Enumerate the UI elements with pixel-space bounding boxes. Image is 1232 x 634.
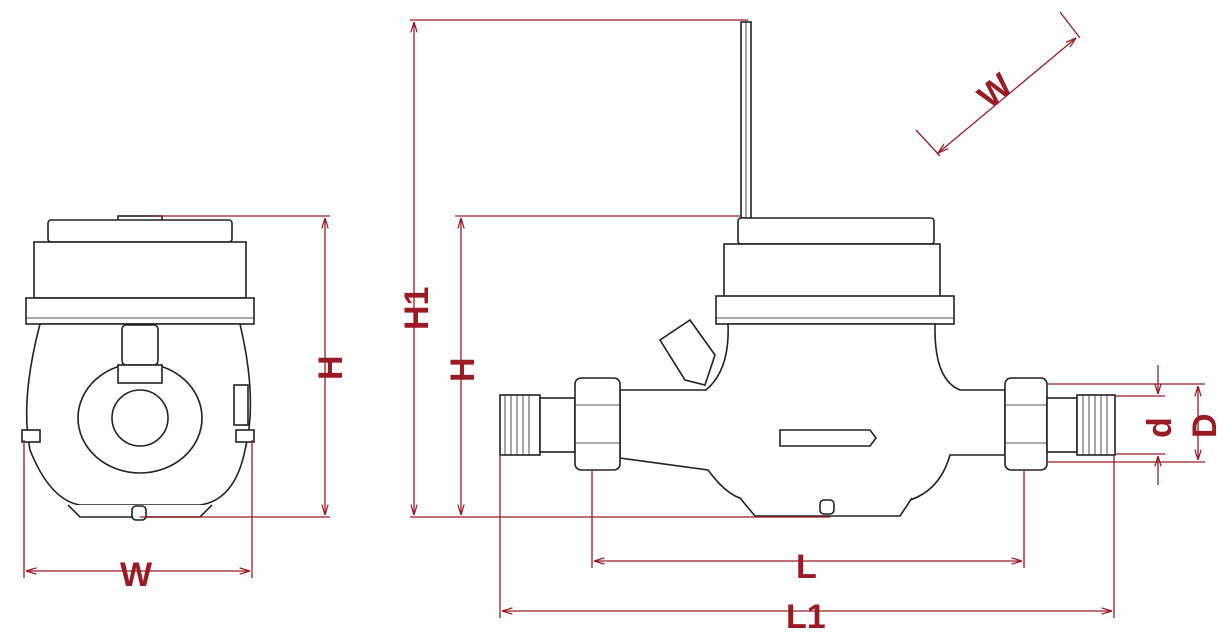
dimension-lines: [23, 11, 1205, 618]
front-height-label: H: [444, 357, 482, 382]
front-total-height-label: H1: [398, 287, 436, 330]
side-view-meter: [21, 215, 255, 521]
outer-diameter-label: D: [1186, 413, 1224, 438]
inner-diameter-label: d: [1141, 417, 1179, 438]
side-height-label: H: [312, 355, 350, 380]
side-width-label: W: [120, 556, 153, 594]
total-length-label: L1: [786, 598, 826, 634]
front-view-meter: [499, 21, 1116, 517]
length-label: L: [796, 548, 817, 586]
front-width-label: W: [971, 66, 1021, 116]
